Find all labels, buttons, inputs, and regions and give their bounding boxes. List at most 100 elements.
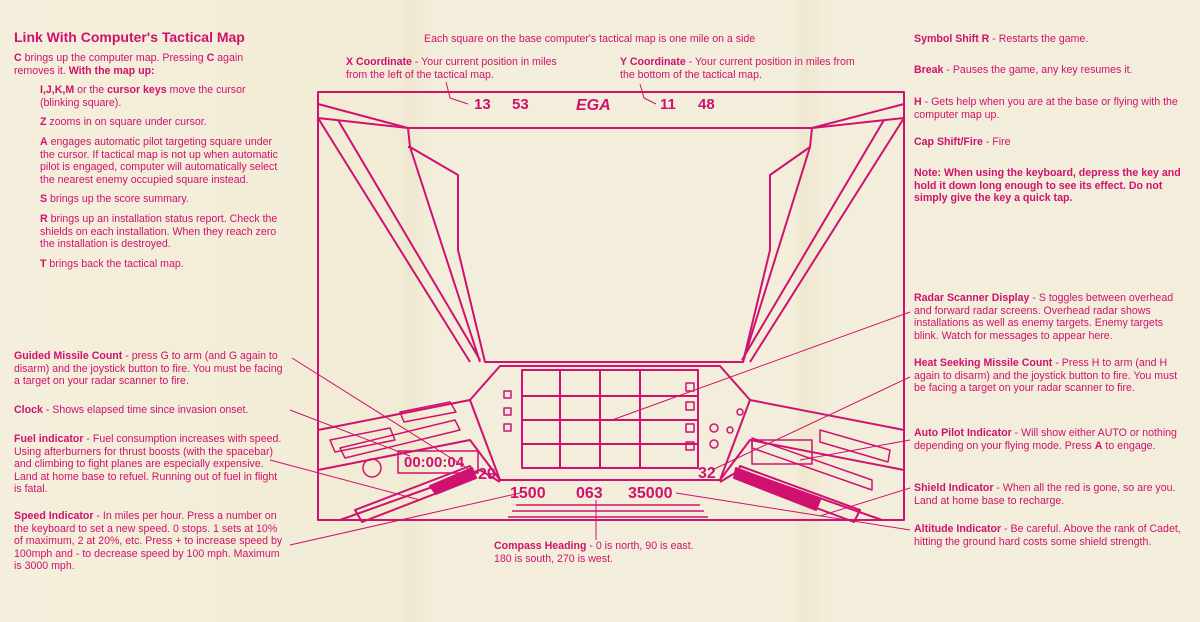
restart-text: - Restarts the game. [989,33,1089,45]
fire-item: Cap Shift/Fire - Fire [914,136,1186,149]
map-command-text: zooms in on square under cursor. [46,116,207,129]
restart-key: Symbol Shift R [914,33,990,45]
break-key: Break [914,64,944,76]
fuel-callout: Fuel indicator - Fuel consumption increa… [14,433,286,496]
altitude-callout: Altitude Indicator - Be careful. Above t… [914,523,1186,548]
map-command-text: brings up an installation status report.… [40,212,278,251]
altitude-text: - Be careful. Above the rank of Cadet, h… [914,523,1181,548]
break-item: Break - Pauses the game, any key resumes… [914,64,1186,77]
y-coord-value-2: 48 [698,96,715,113]
right-panel [709,408,891,491]
autopilot-callout: Auto Pilot Indicator - Will show either … [914,427,1186,452]
keyboard-note: Note: When using the keyboard, depress t… [914,167,1181,205]
roof-lines [317,103,905,129]
map-command-text: move the cursor (blinking square). [40,84,246,109]
compass-callout: Compass Heading - 0 is north, 90 is east… [494,540,734,565]
map-command-text: or the [74,84,108,97]
clock-label: Clock [14,404,43,416]
fuel-bars [354,465,477,523]
radar-callout: Radar Scanner Display - S toggles betwee… [914,292,1186,342]
x-coord-text: - Your current position in miles from th… [346,56,557,81]
key-c-again: C [206,52,215,64]
break-text: - Pauses the game, any key resumes it. [943,64,1133,76]
map-command-key: I,J,K,M [40,84,75,97]
help-text: - Gets help when you are at the base or … [914,96,1178,121]
auto-text-2: to engage. [1102,439,1156,452]
map-command-item: Z zooms in on square under cursor. [40,116,286,129]
compass-label: Compass Heading [494,540,587,552]
map-command-text: engages automatic pilot targeting square… [40,135,278,186]
x-coord-value-1: 13 [474,96,491,113]
guided-text: - press G to arm (and G again to disarm)… [14,350,283,388]
shield-bars [733,465,861,523]
shield-text: - When all the red is gone, so are you. … [914,482,1176,507]
intro-text: C brings up the computer map. Pressing C… [14,52,286,77]
speed-label: Speed Indicator [14,510,94,522]
callout-lines [269,81,911,546]
clock-text: - Shows elapsed time since invasion onse… [42,404,249,416]
heat-missile-callout: Heat Seeking Missile Count - Press H to … [914,357,1186,395]
map-command-item: I,J,K,M or the cursor keys move the curs… [40,84,286,109]
dashboard-top [317,365,905,431]
fuel-label: Fuel indicator [14,433,84,445]
y-coord-text: - Your current position in miles from th… [620,56,855,81]
ega-logo: EGA [576,97,611,114]
fire-text: - Fire [982,136,1011,148]
radar-text: - S toggles between overhead and forward… [914,292,1174,342]
x-coord-value-2: 53 [512,96,529,113]
compass-text: - 0 is north, 90 is east. [586,540,694,552]
indicator-squares [503,382,695,451]
y-coordinate-callout: Y Coordinate - Your current position in … [620,56,860,81]
guided-missile-value: 29 [478,466,496,483]
right-struts [741,117,905,363]
map-command-key: Z [40,116,47,129]
left-column: C brings up the computer map. Pressing C… [14,52,286,277]
x-coord-label: X Coordinate [346,56,412,68]
compass-ladder [508,504,708,518]
auto-key: A [1094,439,1103,452]
radar-grid [522,370,698,468]
fuel-text: - Fuel consumption increases with speed.… [14,433,282,496]
speed-text: - In miles per hour. Press a number on t… [14,510,283,573]
clock-box [397,450,479,474]
intro-t2: again removes it. [14,52,244,77]
auto-text: - Will show either AUTO or nothing depen… [914,427,1177,452]
guided-label: Guided Missile Count [14,350,123,362]
map-up-label: With the map up: [68,64,155,77]
shield-label: Shield Indicator [914,482,994,494]
map-command-item: A engages automatic pilot targeting squa… [40,136,286,186]
clock-callout: Clock - Shows elapsed time since invasio… [14,404,294,417]
map-command-item: R brings up an installation status repor… [40,213,286,251]
guided-missile-callout: Guided Missile Count - press G to arm (a… [14,350,286,388]
map-command-key: S [40,193,48,206]
dashboard-center [469,399,751,481]
map-command-key: R [40,212,48,225]
heat-text: - Press H to arm (and H again to disarm)… [914,357,1178,395]
compass-text-2: 180 is south, 270 is west. [494,552,613,565]
restart-item: Symbol Shift R - Restarts the game. [914,33,1186,46]
y-coord-value-1: 11 [660,96,676,113]
shield-callout: Shield Indicator - When all the red is g… [914,482,1186,507]
radar-label: Radar Scanner Display [914,292,1030,304]
left-panel-bars [329,401,461,478]
help-item: H - Gets help when you are at the base o… [914,96,1186,121]
speed-value: 1500 [510,485,546,502]
map-command-item: T brings back the tactical map. [40,258,286,271]
y-coord-label: Y Coordinate [620,56,686,68]
map-command-key: A [40,135,48,148]
x-coordinate-callout: X Coordinate - Your current position in … [346,56,566,81]
heat-label: Heat Seeking Missile Count [914,357,1053,369]
altitude-value: 35000 [628,485,673,502]
map-command-key: cursor keys [107,84,167,97]
map-commands-list: I,J,K,M or the cursor keys move the curs… [14,84,286,270]
altitude-label: Altitude Indicator [914,523,1002,535]
intro-t1: brings up the computer map. Pressing [21,52,207,64]
key-c: C [14,52,22,64]
grid-header: Each square on the base computer's tacti… [424,33,756,45]
fire-key: Cap Shift/Fire [914,136,983,148]
left-struts [317,117,481,363]
page-title: Link With Computer's Tactical Map [14,29,245,45]
map-command-text: brings back the tactical map. [46,257,184,270]
